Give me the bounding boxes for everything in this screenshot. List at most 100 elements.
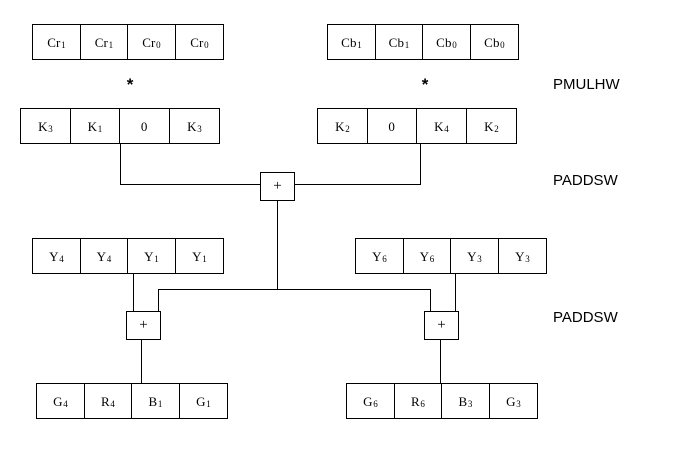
- cell-subscript: 6: [429, 253, 435, 264]
- wire-cr-to-adder: [120, 184, 261, 185]
- cell-subscript: 1: [404, 39, 410, 50]
- cell-subscript: 4: [63, 398, 68, 409]
- cell-subscript: 4: [110, 398, 116, 409]
- cell-label: K: [38, 118, 48, 134]
- cell-subscript: 0: [452, 39, 457, 50]
- wire-chroma-bus: [158, 289, 431, 290]
- cell-subscript: 1: [157, 398, 163, 409]
- cell-label: Y: [467, 248, 477, 264]
- cell-label: K: [87, 118, 98, 134]
- cell-subscript: 3: [477, 253, 482, 264]
- cell-label: K: [187, 118, 197, 134]
- wire-cb-to-adder: [294, 184, 421, 185]
- cell-subscript: 1: [61, 39, 66, 50]
- wire-adder-right-out: [440, 340, 441, 384]
- cell-label: Y: [144, 248, 154, 264]
- cell-subscript: 3: [525, 253, 530, 264]
- cell-label: 0: [140, 118, 148, 134]
- cell-subscript: 1: [206, 398, 211, 409]
- cell-label: 0: [388, 118, 396, 134]
- cell-label: Cb: [388, 34, 405, 50]
- cell-subscript: 1: [154, 253, 159, 264]
- multiply-symbol-right: *: [421, 75, 429, 94]
- cell-label: Cr: [94, 34, 109, 50]
- cell-subscript: 3: [197, 123, 202, 134]
- cell-label: K: [335, 118, 345, 134]
- cell-subscript: 4: [444, 123, 449, 134]
- cell-label: Y: [49, 248, 59, 264]
- wire-cr-coeff-drop: [120, 144, 121, 184]
- cell-label: Cb: [341, 34, 357, 50]
- wire-adder-top-out: [277, 200, 278, 289]
- cell-subscript: 3: [516, 398, 521, 409]
- cell-label: Cr: [47, 34, 61, 50]
- wire-bus-to-adder-left: [158, 289, 159, 312]
- adder-rgb-left: +: [126, 311, 161, 340]
- cell-subscript: 6: [420, 398, 426, 409]
- cell-label: Cr: [190, 34, 204, 50]
- cell-subscript: 1: [357, 39, 362, 50]
- cell-subscript: 3: [48, 123, 53, 134]
- cell-label: Y: [515, 248, 525, 264]
- cell-label: Cr: [142, 34, 156, 50]
- register-cell: 0: [368, 109, 417, 143]
- operation-label-paddsw-chroma: PADDSW: [553, 172, 618, 189]
- cell-label: K: [434, 118, 444, 134]
- cell-label: Y: [96, 248, 107, 264]
- cell-subscript: 4: [106, 253, 112, 264]
- cell-label: G: [363, 393, 373, 409]
- cell-subscript: 2: [345, 123, 350, 134]
- cell-subscript: 1: [108, 39, 114, 50]
- wire-bus-to-adder-right: [430, 289, 431, 312]
- cell-subscript: 0: [156, 39, 161, 50]
- cell-subscript: 2: [494, 123, 499, 134]
- register-cell: 0: [120, 109, 170, 143]
- cell-label: B: [148, 393, 158, 409]
- cell-label: K: [484, 118, 494, 134]
- operation-label-pmulhw: PMULHW: [553, 76, 620, 93]
- cell-subscript: 1: [97, 123, 103, 134]
- adder-chroma-sum: +: [260, 172, 295, 201]
- cell-label: Y: [372, 248, 382, 264]
- cell-subscript: 3: [467, 398, 473, 409]
- multiply-symbol-left: *: [126, 75, 134, 94]
- cell-subscript: 0: [500, 39, 505, 50]
- cell-subscript: 6: [382, 253, 387, 264]
- adder-rgb-right: +: [424, 311, 459, 340]
- operation-label-paddsw-rgb: PADDSW: [553, 309, 618, 326]
- wire-adder-left-out: [141, 340, 142, 384]
- cell-label: Cb: [436, 34, 452, 50]
- cell-label: R: [410, 393, 420, 409]
